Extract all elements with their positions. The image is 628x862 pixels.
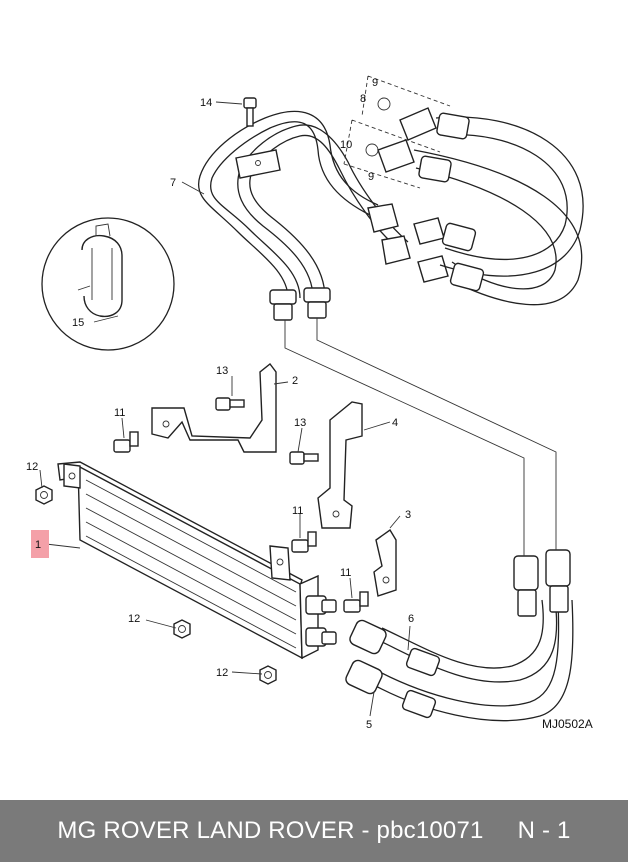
- routing-line: [284, 320, 525, 556]
- o-ring-upper[interactable]: [377, 97, 391, 111]
- parts-diagram: 1 2 3 4 5 6 7 8 9 9 10 11 11 11 12 12 12…: [26, 75, 593, 731]
- oil-cooler[interactable]: [57, 461, 337, 660]
- lower-flexible-hoses[interactable]: [344, 549, 574, 722]
- callout-12: 12: [26, 461, 38, 473]
- oil-cooler-pipe-assembly[interactable]: [197, 107, 449, 321]
- callout-13: 13: [216, 365, 228, 377]
- callout-group-frame: [343, 75, 451, 189]
- bolt-13-upper[interactable]: [215, 397, 245, 411]
- callout-7: 7: [170, 177, 176, 189]
- callout-12: 12: [216, 667, 228, 679]
- stud-11-a[interactable]: [113, 431, 139, 453]
- callout-14: 14: [200, 97, 212, 109]
- clip-detail-view[interactable]: [41, 217, 175, 351]
- routing-line: [316, 318, 557, 550]
- callout-3: 3: [405, 509, 411, 521]
- callout-11: 11: [340, 567, 351, 579]
- callout-1: 1: [35, 539, 41, 551]
- nut-icon[interactable]: [259, 665, 277, 685]
- callout-15: 15: [72, 317, 84, 329]
- callout-8: 8: [360, 93, 366, 105]
- nut-icon[interactable]: [173, 619, 191, 639]
- callout-2: 2: [292, 375, 298, 387]
- mounting-bracket-3[interactable]: [373, 528, 397, 597]
- callout-13: 13: [294, 417, 306, 429]
- o-ring-lower[interactable]: [365, 143, 379, 157]
- leader-lines: [39, 101, 411, 717]
- callout-10: 10: [340, 139, 352, 151]
- nut-icon[interactable]: [35, 485, 53, 505]
- bolt-icon[interactable]: [243, 97, 257, 127]
- callout-11: 11: [292, 505, 303, 517]
- callout-12: 12: [128, 613, 140, 625]
- drawing-code: MJ0502A: [542, 717, 593, 731]
- bolt-13-lower[interactable]: [289, 451, 319, 465]
- footer-bar: MG ROVER LAND ROVER - pbc10071 N - 1: [0, 800, 628, 862]
- mounting-bracket-4[interactable]: [317, 401, 363, 529]
- stud-11-b[interactable]: [291, 531, 317, 553]
- callout-9: 9: [372, 77, 378, 89]
- mounting-bracket-2[interactable]: [151, 363, 277, 453]
- stud-11-c[interactable]: [343, 591, 369, 613]
- callout-4: 4: [392, 417, 398, 429]
- callout-11: 11: [114, 407, 125, 419]
- callout-5: 5: [366, 719, 372, 731]
- callout-highlight: [31, 530, 49, 558]
- footer-brand-text: MG ROVER LAND ROVER - pbc10071: [57, 817, 484, 844]
- callout-9: 9: [368, 171, 374, 183]
- callout-6: 6: [408, 613, 414, 625]
- upper-flexible-hoses[interactable]: [413, 112, 584, 306]
- footer-page-text: N - 1: [517, 817, 571, 844]
